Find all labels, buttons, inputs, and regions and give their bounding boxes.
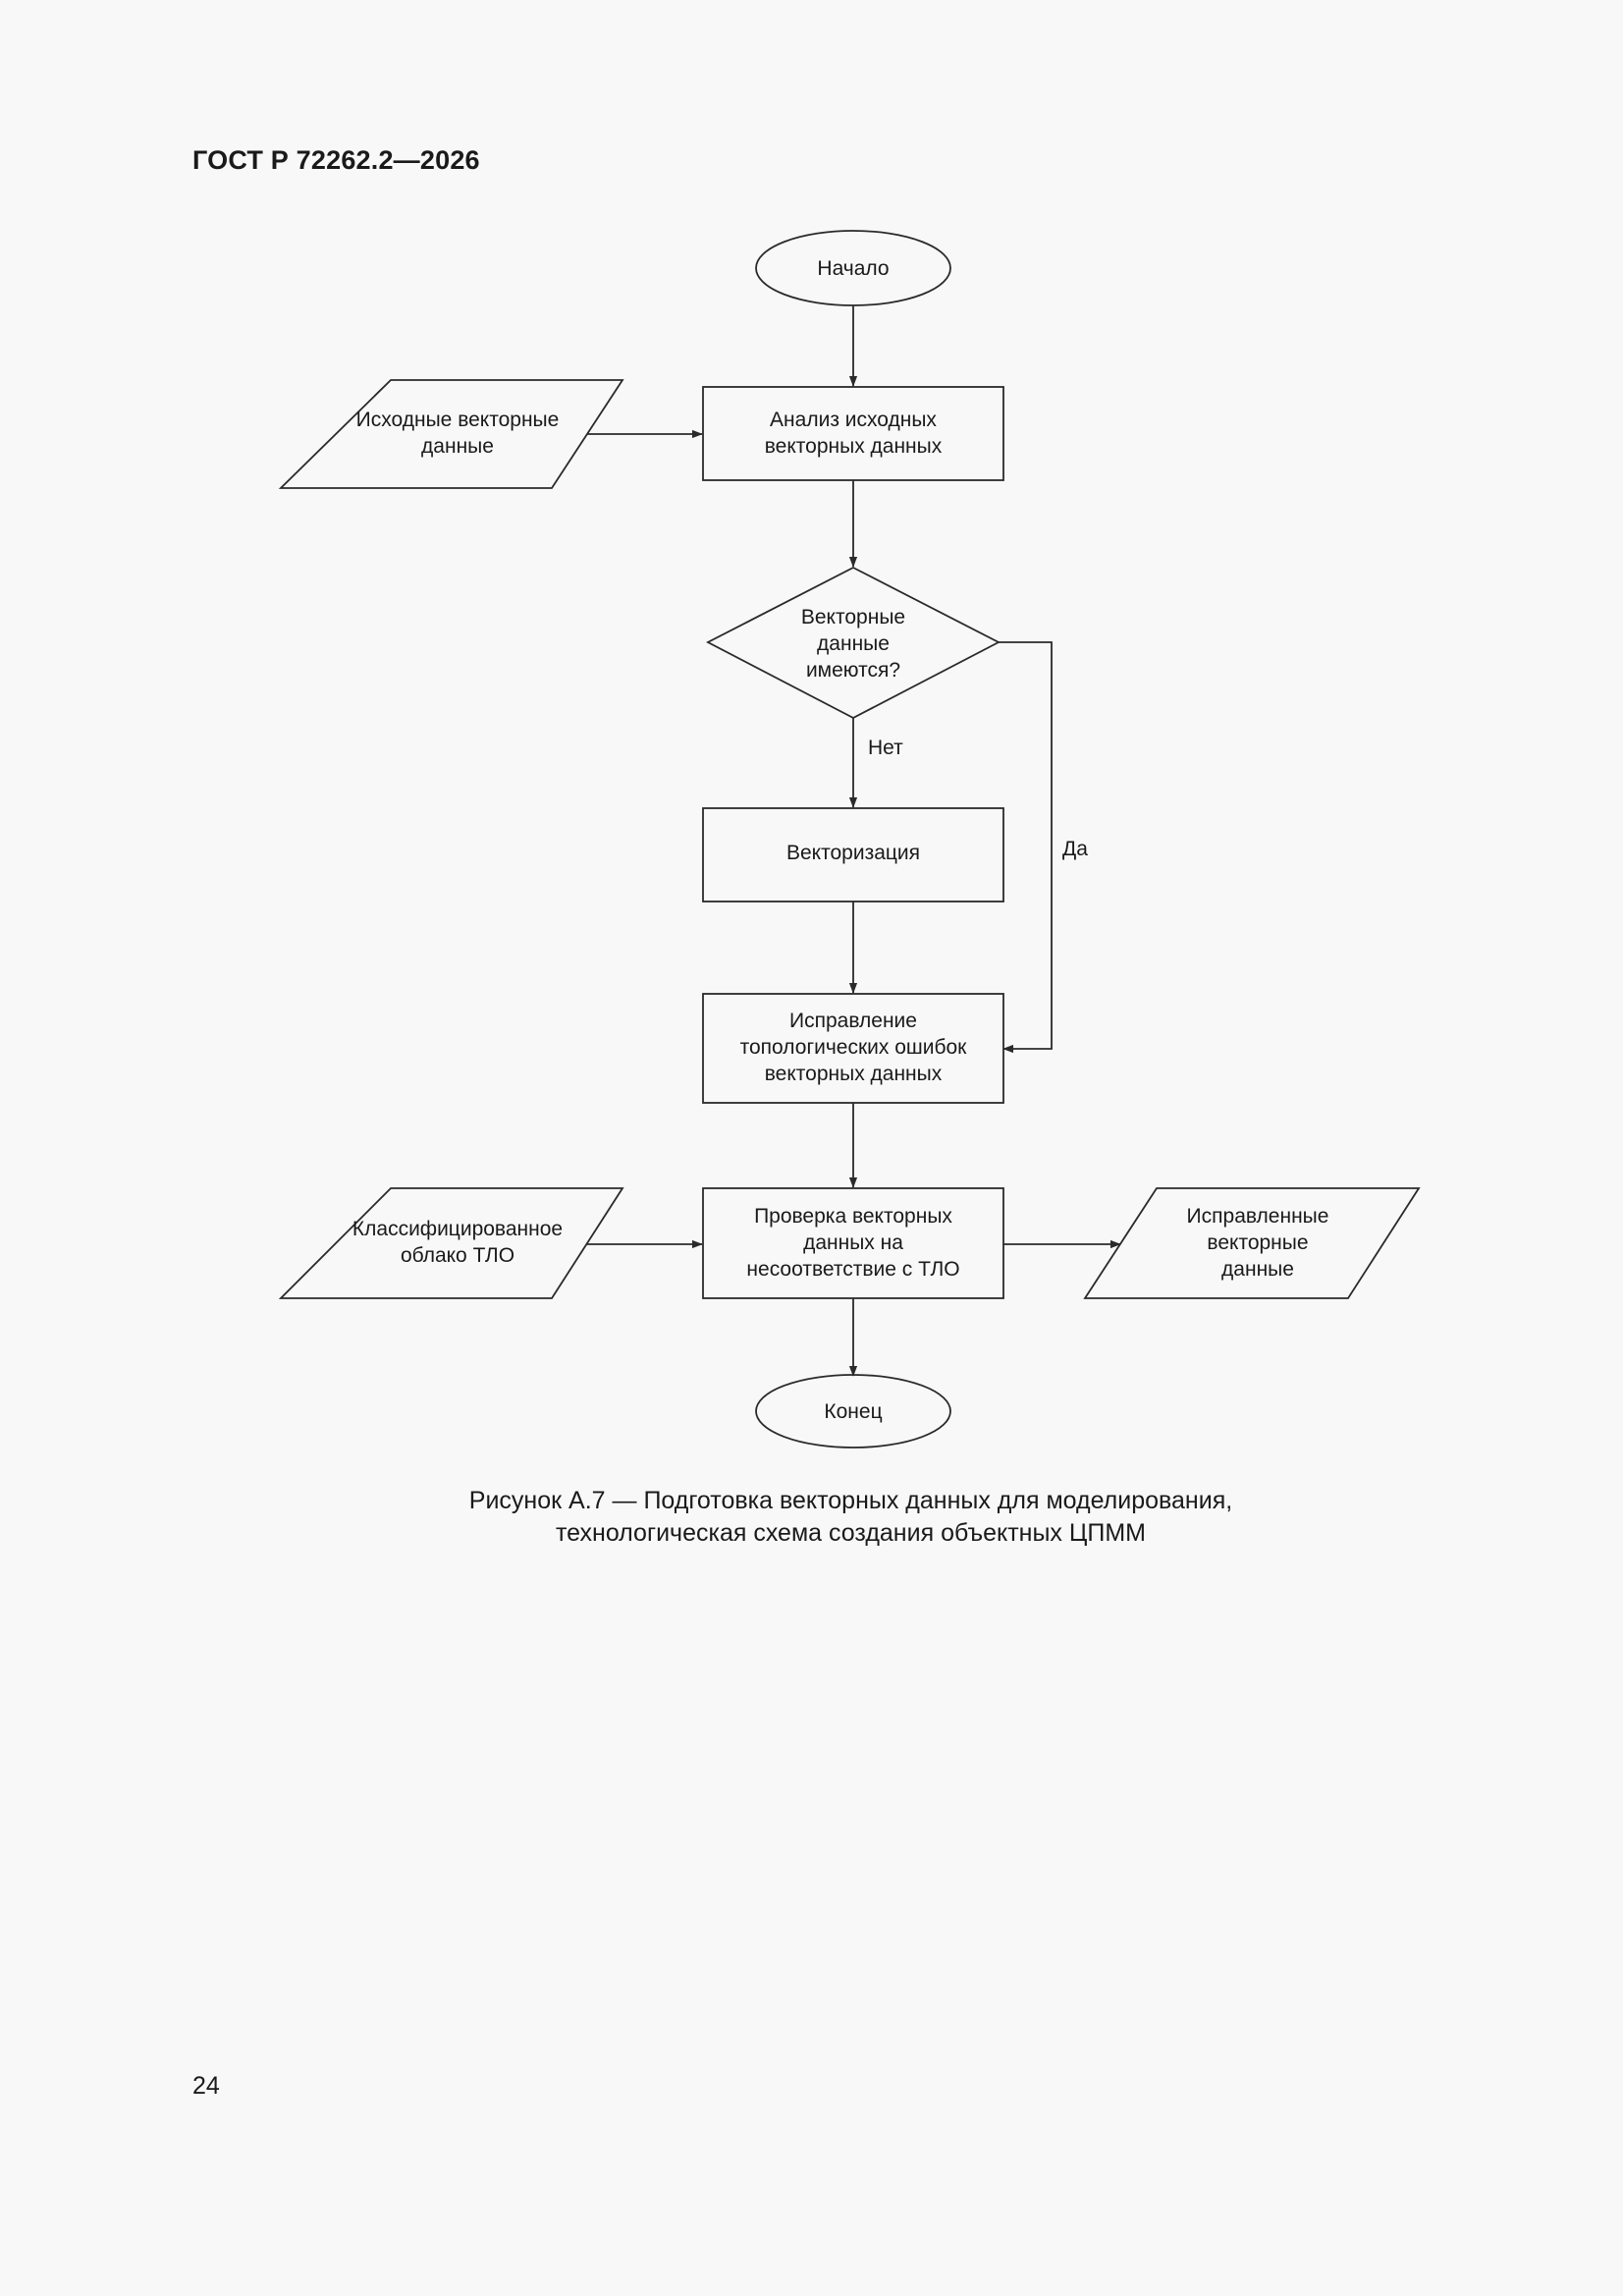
output-corrected-data: Исправленные векторные данные xyxy=(1083,1187,1421,1299)
check-process: Проверка векторных данных на несоответст… xyxy=(702,1187,1004,1299)
vectorization-label: Векторизация xyxy=(786,842,920,864)
cloud-line1: Классифицированное xyxy=(352,1218,563,1240)
output-line2: векторные xyxy=(1207,1231,1308,1254)
topology-line2: топологических ошибок xyxy=(740,1036,968,1059)
topology-line1: Исправление xyxy=(789,1010,917,1032)
input-vector-line1: Исходные векторные xyxy=(356,409,560,431)
input-vector-line2: данные xyxy=(421,435,494,458)
caption-line2: технологическая схема создания объектных… xyxy=(556,1519,1146,1547)
document-header: ГОСТ Р 72262.2—2026 xyxy=(192,145,480,175)
page-number: 24 xyxy=(192,2072,220,2100)
label-yes: Да xyxy=(1062,838,1088,860)
label-no: Нет xyxy=(868,737,903,759)
end-label: Конец xyxy=(824,1400,882,1423)
analysis-line2: векторных данных xyxy=(765,435,943,458)
analysis-line1: Анализ исходных xyxy=(770,409,937,431)
output-line1: Исправленные xyxy=(1187,1205,1329,1228)
topology-fix-process: Исправление топологических ошибок вектор… xyxy=(702,993,1004,1104)
decision-vector-exists: Векторные данные имеются? xyxy=(706,566,1001,720)
start-label: Начало xyxy=(817,257,889,280)
figure-caption: Рисунок А.7 — Подготовка векторных данны… xyxy=(0,1485,1623,1550)
output-line3: данные xyxy=(1221,1258,1294,1281)
check-line3: несоответствие с ТЛО xyxy=(746,1258,959,1281)
decision-line3: имеются? xyxy=(806,659,900,682)
check-line2: данных на xyxy=(803,1231,903,1254)
cloud-line2: облако ТЛО xyxy=(401,1244,514,1267)
check-line1: Проверка векторных xyxy=(754,1205,952,1228)
decision-line2: данные xyxy=(817,632,890,655)
analysis-process: Анализ исходных векторных данных xyxy=(702,386,1004,481)
input-vector-data: Исходные векторные данные xyxy=(278,379,624,489)
input-classified-cloud: Классифицированное облако ТЛО xyxy=(278,1187,624,1299)
topology-line3: векторных данных xyxy=(765,1063,943,1085)
connectors xyxy=(587,305,1121,1377)
end-terminator: Конец xyxy=(755,1374,951,1449)
decision-line1: Векторные xyxy=(801,606,905,629)
caption-line1: Рисунок А.7 — Подготовка векторных данны… xyxy=(468,1487,1233,1514)
vectorization-process: Векторизация xyxy=(702,807,1004,902)
start-terminator: Начало xyxy=(755,230,951,306)
arrow-decision-yes-to-topology xyxy=(999,641,1053,1054)
